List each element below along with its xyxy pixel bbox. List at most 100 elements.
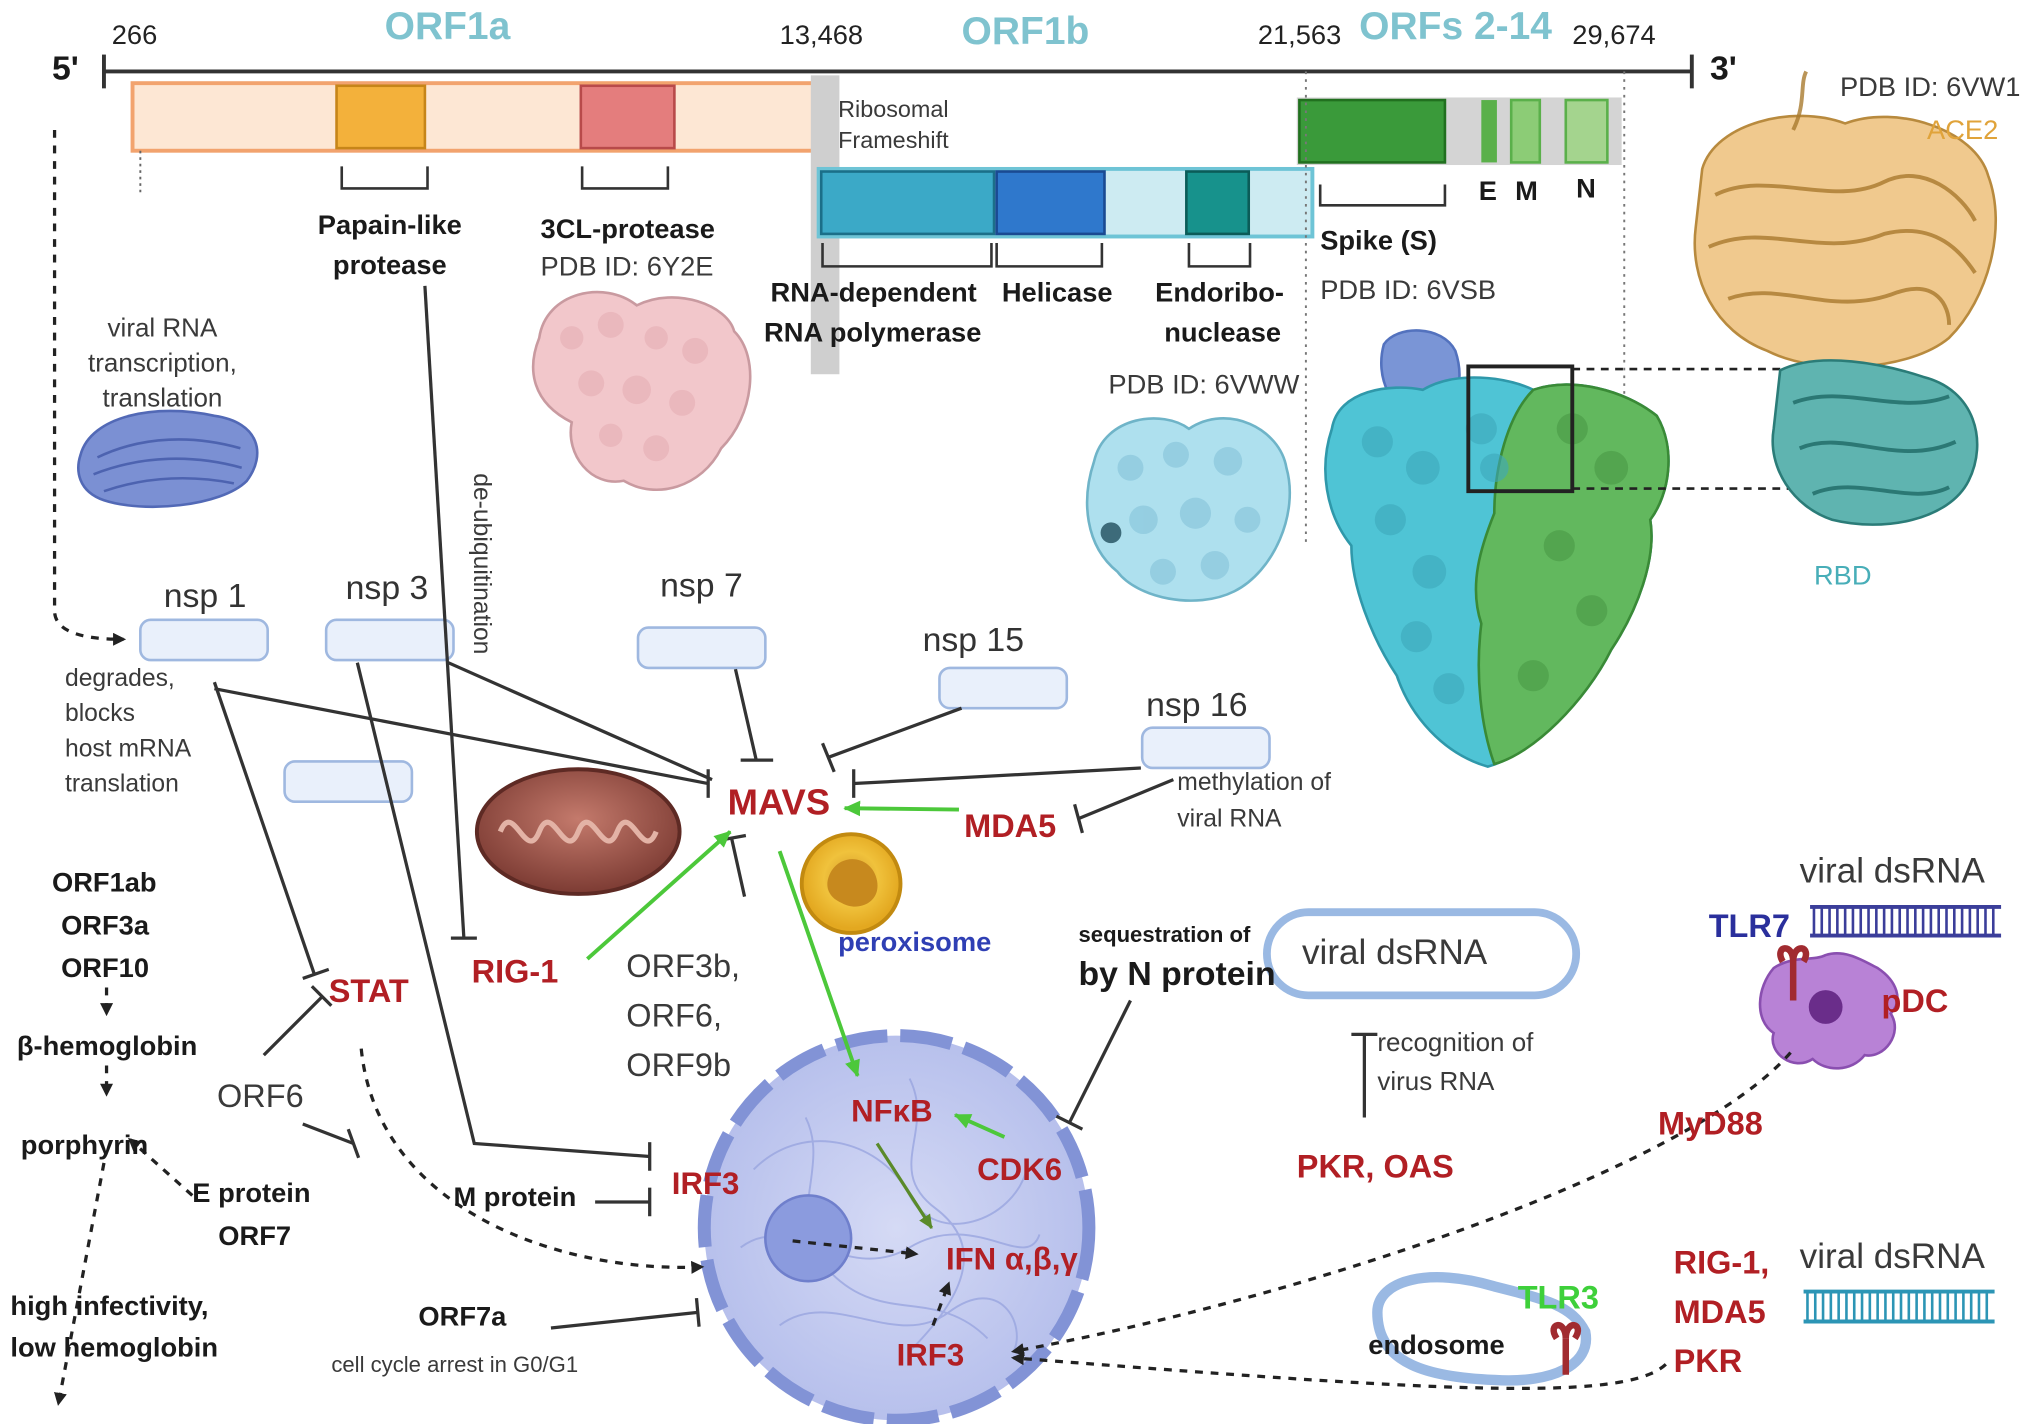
five-prime-label: 5': [51, 48, 79, 88]
e-protein-label: E protein: [192, 1178, 311, 1209]
region-guides: [1304, 71, 1626, 546]
stat-node: STAT: [328, 973, 409, 1010]
pdc-cell: [1758, 945, 1899, 1070]
endosome-label: endosome: [1368, 1330, 1505, 1361]
3cl-protease-structure: [531, 290, 752, 491]
recognition-label-1: recognition of: [1377, 1029, 1534, 1058]
nsp7-label: nsp 7: [660, 565, 743, 605]
tlr3-receptor: [1550, 1322, 1582, 1375]
spike-structure: [1324, 329, 1807, 768]
sensor-rig1: RIG-1,: [1673, 1244, 1770, 1282]
orfs-2-14-bar: [1296, 97, 1622, 166]
outcome-label-2: low hemoglobin: [10, 1333, 219, 1364]
sequestration-label: sequestration of: [1078, 922, 1251, 948]
m-protein-label: M protein: [453, 1182, 577, 1213]
viral-dsrna-capsule: [1263, 908, 1581, 1000]
viral-dsrna-top-label: viral dsRNA: [1799, 851, 1985, 891]
region-orf1b: ORF1b: [961, 10, 1090, 54]
region-orf1a: ORF1a: [384, 5, 511, 49]
orf3a-label: ORF3a: [61, 910, 150, 941]
methylation-label-1: methylation of: [1177, 769, 1331, 797]
papain-like-label-2: protease: [332, 250, 447, 281]
nsp15-label: nsp 15: [922, 619, 1025, 659]
pkr-oas-node: PKR, OAS: [1296, 1148, 1454, 1186]
gene-n-label: N: [1576, 174, 1596, 205]
viral-dsrna-label: viral dsRNA: [1301, 932, 1488, 972]
rig1-node: RIG-1: [471, 953, 559, 991]
er-label-1: viral RNA: [107, 314, 218, 344]
porphyrin-label: porphyrin: [20, 1130, 149, 1161]
nsp3-label: nsp 3: [345, 567, 429, 607]
ace2-pdb-label: PDB ID: 6VW1: [1839, 72, 2021, 103]
rbd-label: RBD: [1813, 561, 1872, 592]
recognition-label-2: virus RNA: [1377, 1068, 1495, 1097]
orf7a-label: ORF7a: [418, 1301, 507, 1332]
endosome-organelle: [1372, 1272, 1592, 1386]
mavs-node: MAVS: [727, 782, 831, 823]
tick-266: 266: [111, 20, 158, 51]
endo-pdb-label: PDB ID: 6VWW: [1108, 370, 1300, 401]
frameshift-label-1: Ribosomal: [838, 96, 949, 123]
sensor-mda5: MDA5: [1673, 1294, 1766, 1331]
nfkb-node: NFκB: [851, 1094, 933, 1130]
dsrna-ladder-top: [1810, 905, 2002, 938]
er-label-3: translation: [102, 384, 223, 414]
cdk6-node: CDK6: [977, 1152, 1063, 1188]
spike-label: Spike (S): [1320, 226, 1437, 256]
nsp1-label: nsp 1: [163, 575, 247, 615]
nsp16-label: nsp 16: [1146, 684, 1248, 724]
rdrp-label-1: RNA-dependent: [770, 278, 977, 308]
frameshift-label-2: Frameshift: [838, 127, 949, 154]
helicase-label: Helicase: [1001, 278, 1113, 308]
tlr7-label: TLR7: [1708, 908, 1790, 945]
dsrna-top-rungs: [1812, 906, 1995, 936]
nsp1-effect-3: host mRNA: [64, 735, 192, 763]
nsp1-effect-2: blocks: [64, 700, 135, 728]
endoribonuclease-label-2: nuclease: [1164, 318, 1282, 349]
rdrp-label-2: RNA polymerase: [764, 318, 982, 349]
tick-29674: 29,674: [1572, 20, 1656, 51]
peroxisome-label: peroxisome: [838, 927, 992, 958]
dsrna-bottom-rungs: [1806, 1291, 1989, 1322]
myd88-node: MyD88: [1658, 1105, 1763, 1143]
3cl-pdb-label: PDB ID: 6Y2E: [540, 252, 714, 282]
papain-like-label-1: Papain-like: [317, 210, 462, 241]
nfkb-to-ifn-arrow: [875, 1142, 934, 1230]
methylation-label-2: viral RNA: [1177, 805, 1282, 833]
orf-group-1: ORF3b,: [626, 948, 741, 985]
gene-e-label: E: [1478, 176, 1497, 207]
peroxisome-organelle: [799, 832, 903, 935]
dsrna-ladder-bottom: [1803, 1289, 1995, 1324]
orf1ab-label: ORF1ab: [51, 867, 157, 898]
ace2-rbd-structure: [1693, 70, 1997, 526]
by-n-protein-label: by N protein: [1078, 953, 1276, 993]
activation-arrows: [586, 800, 1006, 1139]
ifn-node: IFN α,β,γ: [945, 1242, 1078, 1278]
er-label-2: transcription,: [88, 349, 237, 379]
orf-group-3: ORF9b: [626, 1047, 732, 1084]
3cl-protease-label: 3CL-protease: [540, 214, 715, 245]
cell-cycle-label: cell cycle arrest in G0/G1: [331, 1352, 579, 1378]
mitochondrion: [474, 767, 682, 896]
pdc-label: pDC: [1881, 983, 1949, 1021]
tlr3-label: TLR3: [1517, 1279, 1599, 1317]
spike-pdb-label: PDB ID: 6VSB: [1320, 275, 1497, 306]
orf1b-bar: [816, 166, 1315, 239]
genome-axis: [102, 54, 1694, 89]
nsp1-effect-1: degrades,: [64, 665, 175, 693]
viral-dsrna-bottom-label: viral dsRNA: [1799, 1237, 1985, 1277]
sensor-pkr: PKR: [1673, 1343, 1743, 1380]
three-prime-label: 3': [1710, 48, 1737, 88]
orf10-label: ORF10: [61, 953, 150, 984]
hemoglobin-label: β-hemoglobin: [16, 1031, 198, 1062]
dashed-arrows: [52, 129, 1792, 1406]
er-organelle: [77, 409, 259, 509]
nsp-boxes: [139, 618, 1271, 804]
gene-m-label: M: [1515, 176, 1538, 207]
region-orfs-2-14: ORFs 2-14: [1359, 5, 1552, 49]
orf6-label: ORF6: [216, 1078, 304, 1115]
orf1a-bar: [130, 81, 833, 193]
ace2-label: ACE2: [1927, 115, 1999, 146]
deubiquitination-label: de-ubiquitination: [467, 473, 495, 655]
